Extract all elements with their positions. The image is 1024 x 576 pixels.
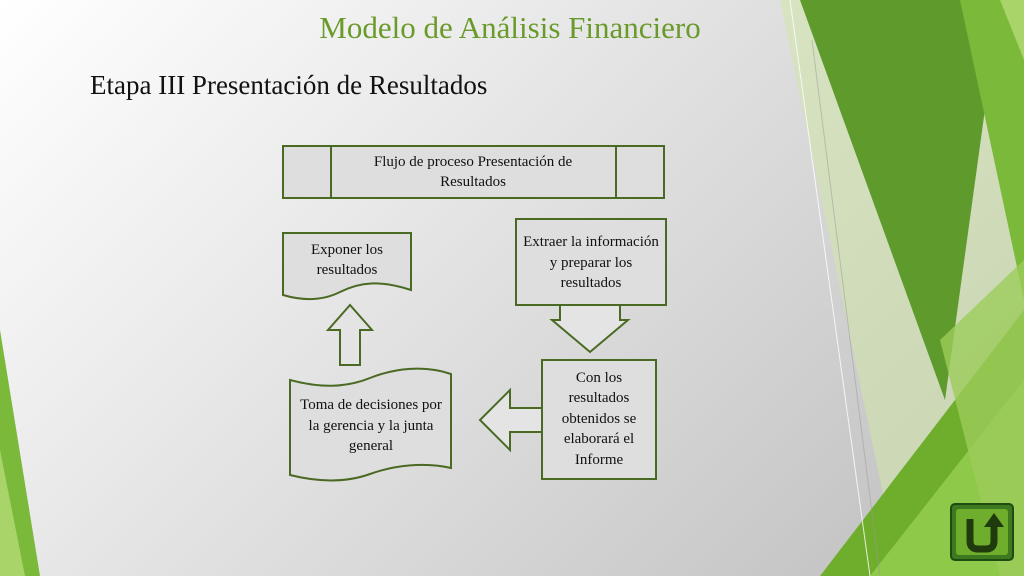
- informe-label: Con los resultados obtenidos se elaborar…: [561, 369, 637, 468]
- return-arrow-icon[interactable]: [950, 503, 1014, 561]
- deco-panel-dark: [800, 0, 1000, 400]
- exponer-document-shape: [282, 232, 412, 301]
- deco-line-2: [811, 39, 881, 576]
- deco-line-1: [789, 0, 871, 576]
- deco-bottom-right-3: [940, 260, 1024, 576]
- deco-panel-mid: [960, 0, 1024, 300]
- slide-subtitle: Etapa III Presentación de Resultados: [90, 70, 488, 100]
- extraer-label: Extraer la información y preparar los re…: [523, 234, 659, 292]
- deco-corner: [1000, 0, 1024, 60]
- up-arrow-icon: [325, 303, 375, 366]
- informe-box: [541, 359, 657, 480]
- left-arrow-icon: [478, 387, 543, 453]
- deco-bottom-left-2: [0, 450, 25, 576]
- header-label: Flujo de proceso Presentación de Resulta…: [373, 153, 573, 191]
- decisiones-shape: [289, 367, 452, 482]
- down-arrow-icon: [549, 304, 631, 354]
- header-process-box: [282, 145, 665, 199]
- decisiones-label: Toma de decisiones por la gerencia y la …: [300, 397, 442, 455]
- slide-title: Modelo de Análisis Financiero: [319, 10, 701, 45]
- exponer-label: Exponer los resultados: [310, 241, 384, 279]
